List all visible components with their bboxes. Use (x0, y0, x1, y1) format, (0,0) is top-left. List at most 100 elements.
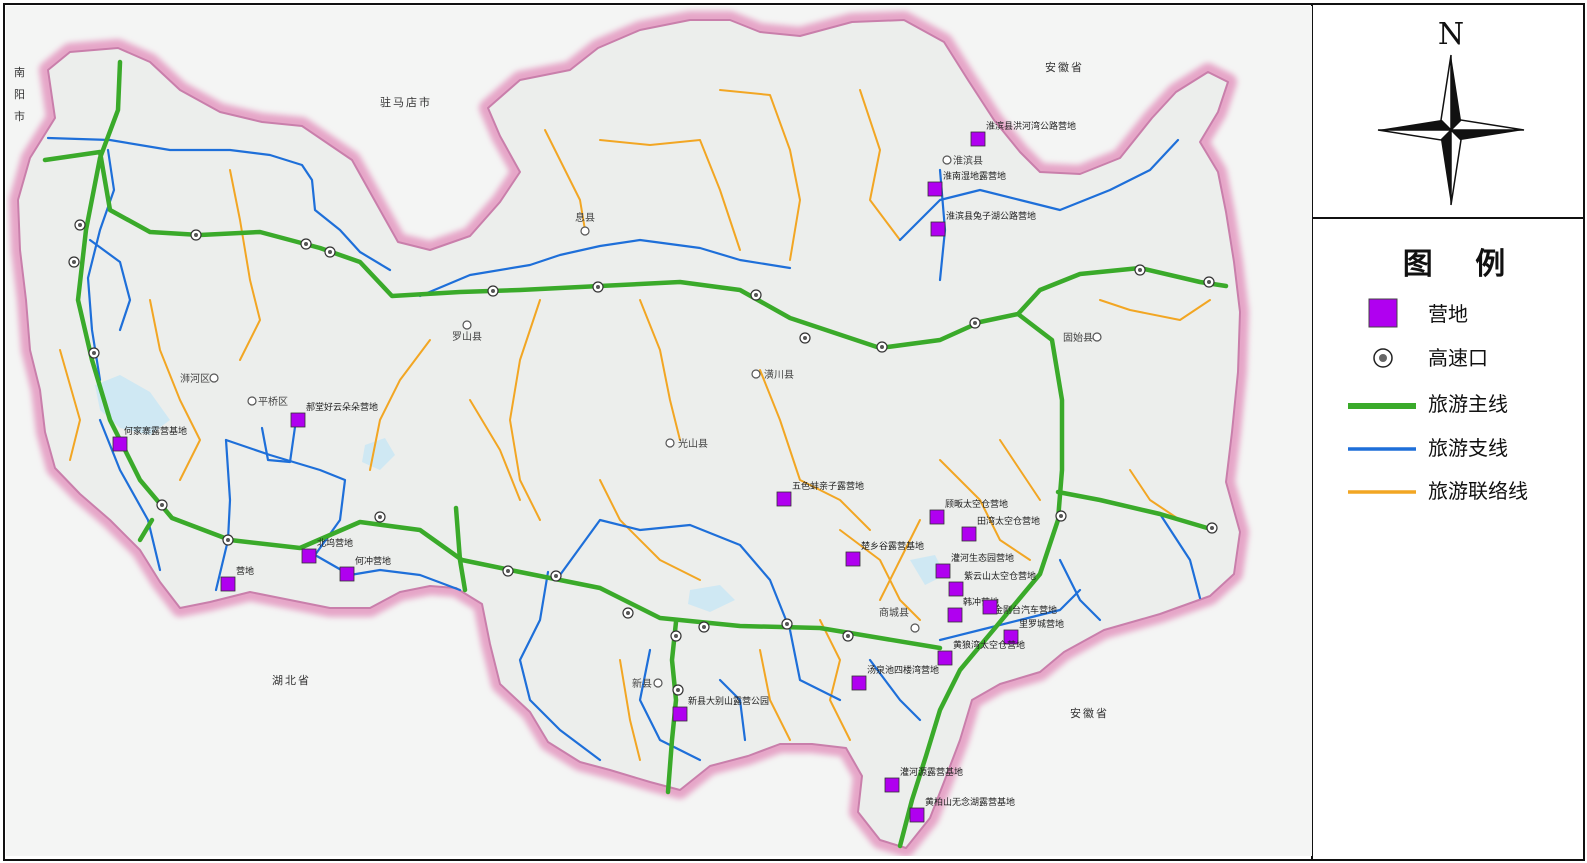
county-seat-icon (580, 226, 590, 236)
camp-label: 田湾太空仓营地 (977, 515, 1040, 527)
legend: 图 例 营地 高速口 旅游主线 旅游支线 旅游联络线 (1348, 247, 1528, 503)
county-seat-icon (209, 373, 219, 383)
camp-label: 郝堂好云朵朵营地 (306, 401, 378, 413)
legend-label-link: 旅游联络线 (1428, 479, 1528, 503)
camp-marker: 新县大别山露营公园 (672, 695, 769, 722)
branch-route-16 (1058, 558, 1102, 622)
highway-exit-icon (88, 347, 100, 359)
highway-exit-icon (842, 630, 854, 642)
reservoir-east (362, 438, 395, 470)
region-label-nanyang: 南阳市 (14, 66, 27, 123)
highway-exit-icon (222, 534, 234, 546)
county-seat: 息县 (575, 211, 595, 236)
camp-icon (1003, 629, 1019, 645)
highway-exit-icon (190, 229, 202, 241)
camp-marker: 里罗城营地 (1003, 618, 1064, 645)
camp-icon (930, 221, 946, 237)
link-route-21 (1129, 469, 1181, 521)
highway-exit-icon (68, 256, 80, 268)
camp-label: 淮滨县兔子湖公路营地 (946, 210, 1036, 222)
county-seat: 潢川县 (751, 368, 794, 381)
link-route-19 (619, 659, 641, 761)
camp-label: 黄狼湾太空仓营地 (953, 639, 1025, 651)
highway-exit-icon (698, 621, 710, 633)
highway-exit-icon (876, 341, 888, 353)
highway-exit-icon (487, 285, 499, 297)
camp-marker: 黄狼湾太空仓营地 (937, 639, 1025, 666)
branch-route-17 (938, 588, 1082, 642)
link-route-16 (879, 519, 921, 601)
camp-marker: 淮滨县洪河湾公路营地 (970, 120, 1076, 147)
camp-label: 新县大别山露营公园 (688, 695, 769, 707)
camp-marker: 黄柏山无念湖露营基地 (909, 796, 1015, 823)
link-route-20 (999, 439, 1041, 501)
camp-label: 里罗城营地 (1019, 618, 1064, 630)
camp-label: 何冲营地 (355, 555, 391, 567)
camp-marker: 淮滨县兔子湖公路营地 (930, 210, 1036, 237)
camp-marker: 营地 (220, 565, 254, 592)
camp-icon (929, 509, 945, 525)
main-route-1 (75, 59, 943, 651)
region-label-anhui-south: 安徽省 (1070, 706, 1109, 720)
link-route-12 (599, 479, 701, 581)
link-route-7 (509, 299, 541, 521)
county-label: 潢川县 (764, 368, 794, 381)
link-route-9 (229, 169, 261, 361)
camp-icon (845, 551, 861, 567)
county-seat: 光山县 (665, 437, 708, 450)
main-route-7 (137, 517, 155, 543)
county-seat: 浉河区 (180, 373, 219, 385)
legend-camp-swatch (1368, 298, 1398, 328)
branch-route-7 (260, 418, 298, 464)
branch-route-15 (1158, 512, 1202, 600)
main-route-6 (665, 619, 679, 795)
west-arrow-upper (1378, 120, 1451, 130)
highway-exit-icon (74, 219, 86, 231)
camp-label: 金刚台汽车营地 (994, 604, 1057, 616)
county-label: 罗山县 (452, 331, 482, 343)
highway-exit-icon (670, 630, 682, 642)
county-seat: 新县 (632, 677, 663, 690)
camp-label: 淮南湿地露营地 (943, 170, 1006, 182)
main-route-4 (1055, 489, 1217, 533)
county-label: 新县 (632, 677, 652, 690)
county-seat-icon (653, 678, 663, 688)
branch-route-11 (638, 648, 702, 762)
camp-icon (909, 807, 925, 823)
tourism-link-lines (59, 89, 1211, 761)
branch-route-9 (518, 570, 602, 762)
camp-label: 汤泉池四楼湾营地 (867, 664, 939, 676)
east-arrow-upper (1449, 119, 1525, 131)
branch-route-2 (86, 148, 116, 382)
camp-marker: 紫云山太空仓营地 (948, 570, 1036, 597)
legend-label-camp: 营地 (1428, 302, 1468, 326)
county-seat-icon (247, 396, 257, 406)
link-route-14 (939, 459, 1031, 561)
branch-route-18 (868, 658, 922, 722)
camp-icon (672, 706, 688, 722)
highway-exit-icon (1055, 510, 1067, 522)
link-route-15 (1099, 299, 1211, 321)
camp-marker: 何家寨露营基地 (112, 425, 187, 452)
camp-icon (927, 181, 943, 197)
link-route-11 (149, 299, 201, 481)
county-label: 淮滨县 (953, 154, 983, 167)
highway-exit-icon (799, 332, 811, 344)
camp-icon (220, 576, 236, 592)
camp-marker: 郝堂好云朵朵营地 (290, 401, 378, 428)
highway-exit-icon (592, 281, 604, 293)
camp-icon (982, 599, 998, 615)
camp-icon (339, 566, 355, 582)
county-seat-icon (1092, 332, 1102, 342)
main-route-5 (453, 505, 468, 593)
highway-exit-icon (781, 618, 793, 630)
highway-exit-icon (300, 238, 312, 250)
region-label-anhui-north: 安徽省 (1045, 60, 1084, 74)
legend-label-main: 旅游主线 (1428, 392, 1508, 416)
legend-label-branch: 旅游支线 (1428, 436, 1508, 460)
highway-exit-icon (156, 499, 168, 511)
camp-icon (776, 491, 792, 507)
camp-label: 营地 (236, 565, 254, 577)
east-arrow-lower (1451, 130, 1524, 140)
